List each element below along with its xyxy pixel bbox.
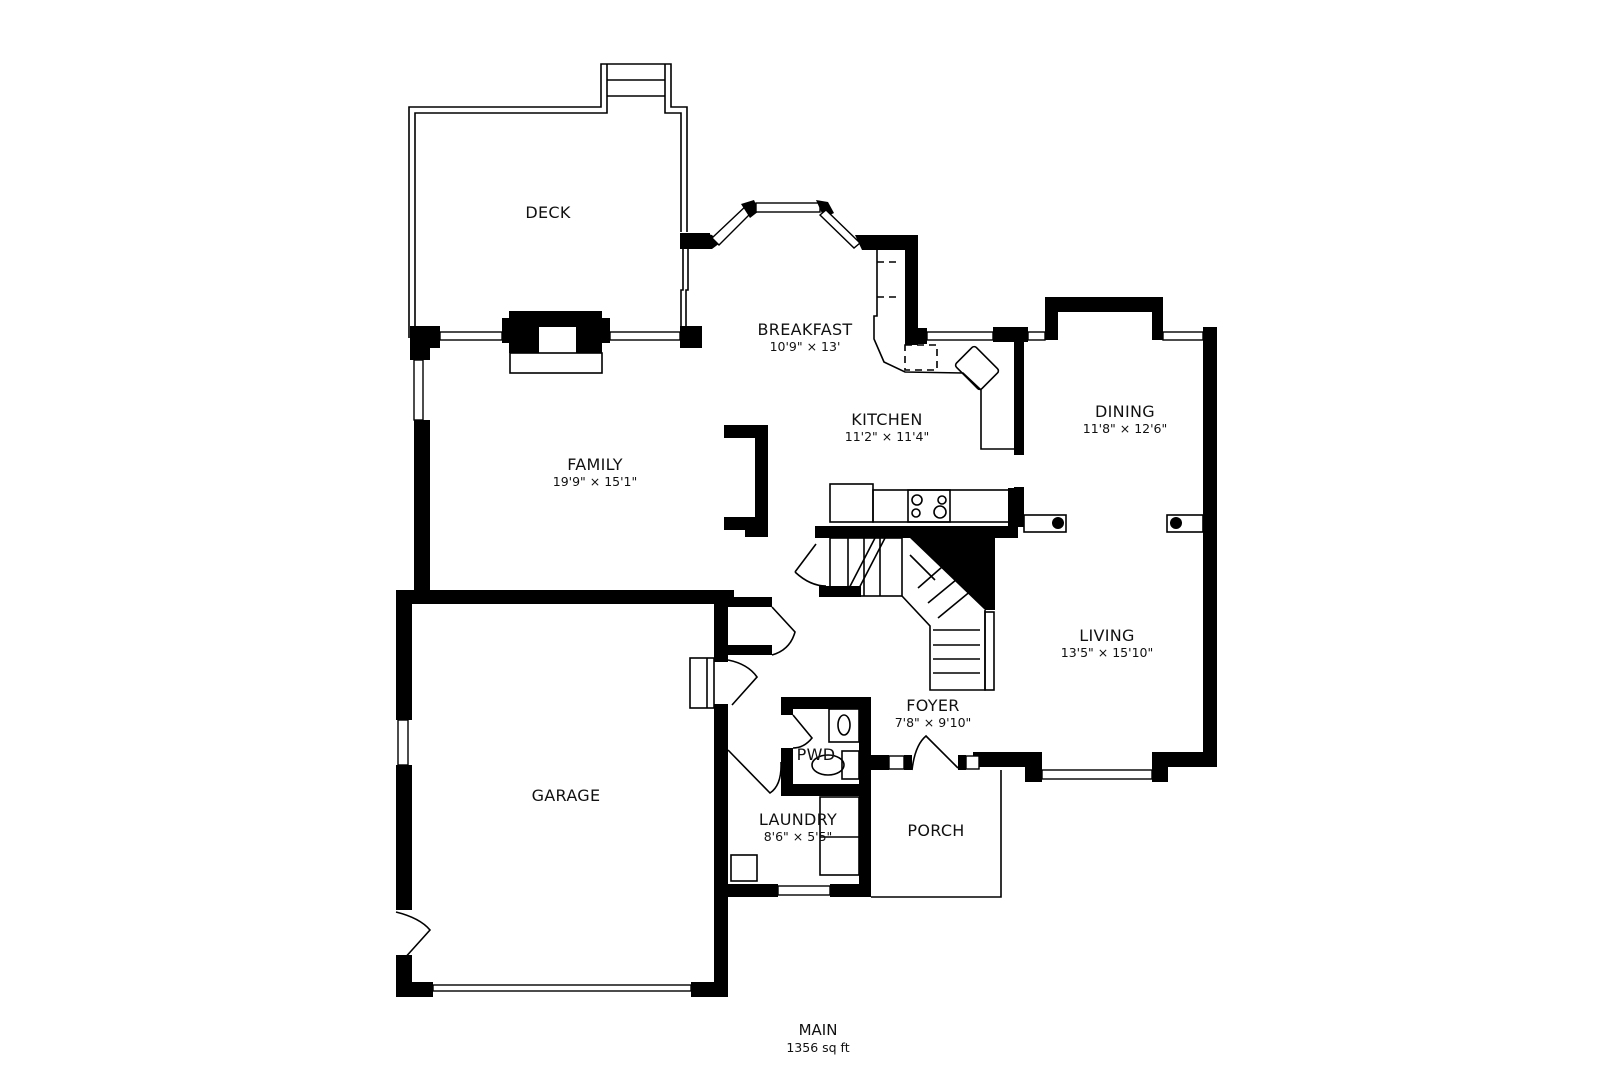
window [1041,769,1153,780]
room-dimensions: 8'6" × 5'5" [763,829,833,845]
room-label-pwd: PWD [797,745,836,764]
room-dimensions: 19'9" × 15'1" [552,474,638,490]
room-label-deck: DECK [525,203,570,222]
floor-area: 1356 sq ft [786,1040,850,1056]
room-label-porch: PORCH [907,821,964,840]
room-label-living: LIVING 13'5" × 15'10" [1061,626,1153,660]
window [397,719,409,766]
room-name: LIVING [1079,626,1135,645]
room-name: GARAGE [531,786,601,805]
room-name: FAMILY [567,455,623,474]
window [777,885,831,896]
room-name: PORCH [907,821,965,840]
room-dimensions: 10'9" × 13' [769,339,841,355]
room-name: PWD [796,745,836,764]
room-label-family: FAMILY 19'9" × 15'1" [553,455,638,489]
floor-summary: MAIN 1356 sq ft [786,1020,849,1057]
window [413,359,424,421]
window [926,331,994,341]
room-name: LAUNDRY [758,810,838,829]
window [609,331,681,341]
room-label-garage: GARAGE [532,786,601,805]
fireplace [502,311,610,374]
room-dimensions: 13'5" × 15'10" [1060,645,1154,661]
room-dimensions: 7'8" × 9'10" [894,715,972,731]
room-dimensions: 11'8" × 12'6" [1082,421,1168,437]
room-name: KITCHEN [851,410,923,429]
deck-outline [408,63,689,338]
room-label-foyer: FOYER 7'8" × 9'10" [895,696,972,730]
room-label-kitchen: KITCHEN 11'2" × 11'4" [845,410,930,444]
floor-name: MAIN [798,1021,838,1039]
window [439,331,503,341]
kitchen-sink-icon [954,345,1000,391]
window [1162,331,1204,341]
room-name: DINING [1095,402,1155,421]
room-dimensions: 11'2" × 11'4" [844,429,930,445]
garage-door [432,984,692,992]
window [1027,331,1046,341]
bay-window [680,200,918,250]
stove-icon [829,483,1018,532]
room-name: DECK [525,203,571,222]
room-label-dining: DINING 11'8" × 12'6" [1083,402,1168,436]
room-label-laundry: LAUNDRY 8'6" × 5'5" [759,810,837,844]
room-label-breakfast: BREAKFAST 10'9" × 13' [758,320,853,354]
room-name: BREAKFAST [757,320,853,339]
room-name: FOYER [906,696,960,715]
